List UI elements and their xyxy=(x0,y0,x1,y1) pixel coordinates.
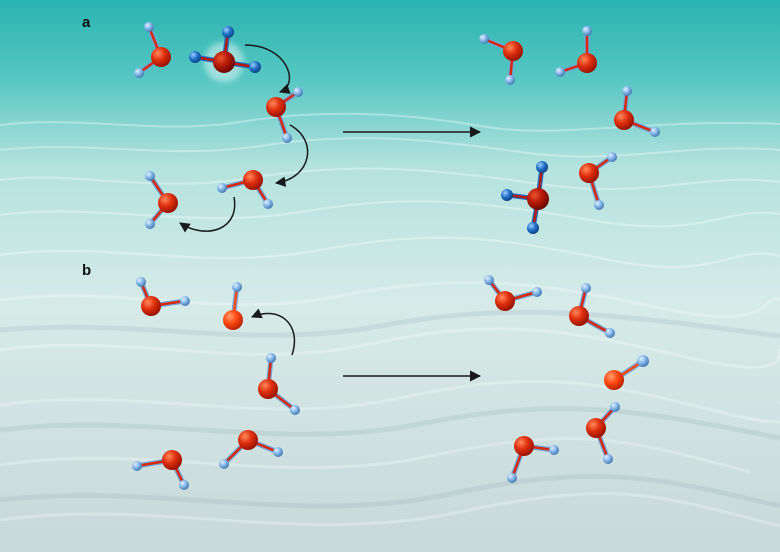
water-molecule xyxy=(219,430,283,469)
water-molecule xyxy=(258,353,300,415)
proton-transfer-arrow-3 xyxy=(179,196,236,233)
water-molecule xyxy=(507,436,559,483)
water-molecule xyxy=(217,170,273,209)
water-molecule xyxy=(569,283,615,338)
proton-transfer-arrow-b xyxy=(251,308,296,356)
hydroxide-ion-right xyxy=(604,355,649,390)
water-molecule xyxy=(579,152,617,210)
hydronium-ion-right xyxy=(501,161,549,234)
hydronium-ion-left xyxy=(189,26,261,82)
panel-label-b: b xyxy=(82,262,92,279)
panel-a xyxy=(134,22,660,234)
water-molecule xyxy=(134,22,171,78)
proton-transfer-arrow-2 xyxy=(274,124,309,187)
water-molecule xyxy=(484,275,542,311)
water-molecule xyxy=(479,34,523,85)
water-molecule xyxy=(266,87,303,143)
hydroxide-ion-left xyxy=(223,282,243,330)
water-molecule xyxy=(145,171,178,229)
water-molecule xyxy=(132,450,189,490)
water-molecule xyxy=(136,277,190,316)
proton-transfer-arrow-1 xyxy=(244,44,291,94)
water-molecule xyxy=(614,86,660,137)
water-molecule xyxy=(555,26,597,77)
water-molecule xyxy=(586,402,620,464)
panel-b xyxy=(132,275,649,490)
panel-label-a: a xyxy=(82,14,91,31)
